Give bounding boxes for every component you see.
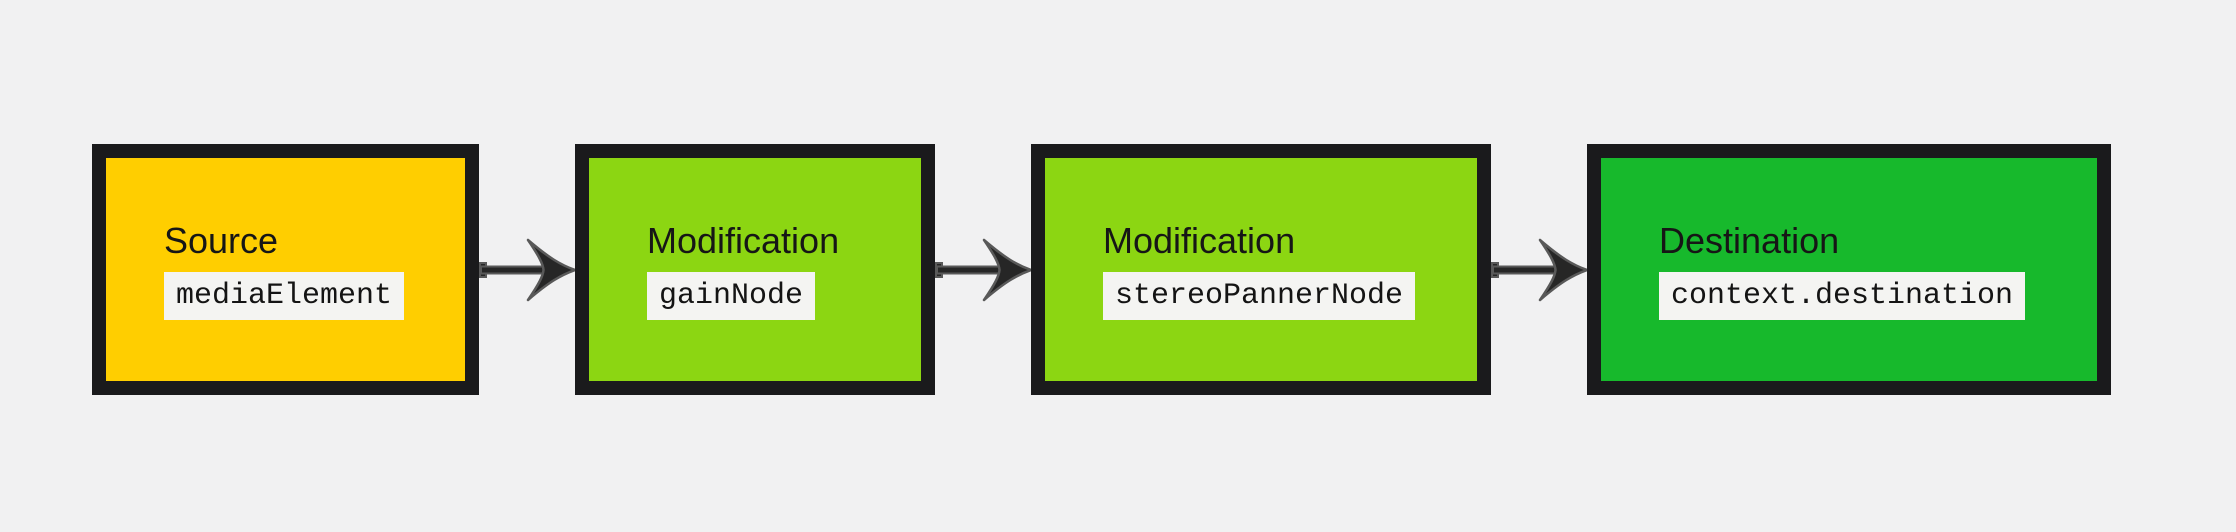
node-code: context.destination — [1659, 272, 2026, 320]
flow-arrow — [1491, 144, 1587, 395]
node-title: Destination — [1659, 220, 1840, 261]
right-arrow-icon — [1491, 238, 1587, 301]
node-destination: Destination context.destination — [1587, 144, 2111, 395]
flow-arrow — [935, 144, 1031, 395]
node-code: gainNode — [647, 272, 816, 320]
flow-arrow — [479, 144, 575, 395]
right-arrow-icon — [479, 238, 575, 301]
node-code: mediaElement — [164, 272, 405, 320]
flow-row: Source mediaElement Modification gainNod… — [92, 144, 2111, 395]
node-modification-gain: Modification gainNode — [575, 144, 935, 395]
right-arrow-icon — [935, 238, 1031, 301]
node-title: Modification — [647, 220, 840, 261]
node-source: Source mediaElement — [92, 144, 479, 395]
node-title: Modification — [1103, 220, 1296, 261]
node-modification-panner: Modification stereoPannerNode — [1031, 144, 1491, 395]
node-title: Source — [164, 220, 279, 261]
node-code: stereoPannerNode — [1103, 272, 1416, 320]
